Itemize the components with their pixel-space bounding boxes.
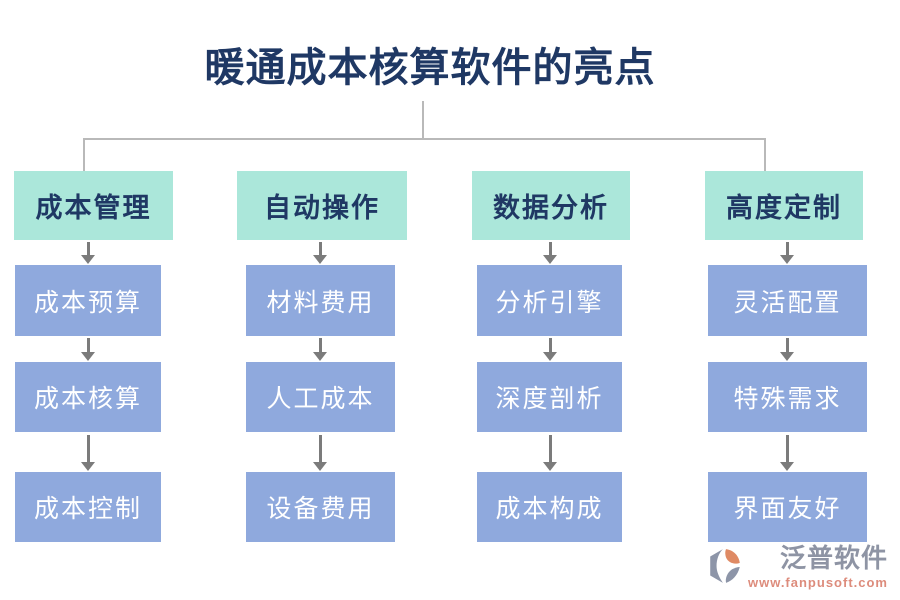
node-flexible-config: 灵活配置 [708, 265, 867, 336]
node-deep-analysis: 深度剖析 [477, 362, 622, 432]
arrow-down-icon [780, 338, 794, 361]
arrow-down-icon [313, 242, 327, 264]
header-high-customization: 高度定制 [705, 171, 863, 240]
arrow-down-icon [313, 435, 327, 471]
arrow-down-icon [543, 435, 557, 471]
node-equipment-cost: 设备费用 [246, 472, 395, 542]
fanpu-logo-icon [710, 549, 740, 584]
node-cost-control: 成本控制 [15, 472, 161, 542]
header-data-analysis: 数据分析 [472, 171, 630, 240]
node-friendly-ui: 界面友好 [708, 472, 867, 542]
arrow-down-icon [81, 242, 95, 264]
arrow-down-icon [313, 338, 327, 361]
node-cost-budget: 成本预算 [15, 265, 161, 336]
arrow-down-icon [780, 435, 794, 471]
connector-right-drop [764, 138, 766, 171]
page-title: 暖通成本核算软件的亮点 [204, 45, 656, 90]
node-cost-composition: 成本构成 [477, 472, 622, 542]
node-labor-cost: 人工成本 [246, 362, 395, 432]
arrow-down-icon [543, 338, 557, 361]
fanpu-logo: 泛普软件 www.fanpusoft.com [706, 545, 888, 590]
node-analysis-engine: 分析引擎 [477, 265, 622, 336]
header-cost-management: 成本管理 [14, 171, 173, 240]
arrow-down-icon [543, 242, 557, 264]
logo-website-text: www.fanpusoft.com [747, 575, 888, 590]
connector-title-drop [422, 101, 424, 139]
connector-horizontal [83, 138, 766, 140]
arrow-down-icon [81, 435, 95, 471]
header-auto-operation: 自动操作 [237, 171, 407, 240]
arrow-down-icon [81, 338, 95, 361]
node-cost-accounting: 成本核算 [15, 362, 161, 432]
node-material-cost: 材料费用 [246, 265, 395, 336]
connector-left-drop [83, 138, 85, 171]
arrow-down-icon [780, 242, 794, 264]
node-special-needs: 特殊需求 [708, 362, 867, 432]
logo-brand-text: 泛普软件 [779, 544, 888, 574]
